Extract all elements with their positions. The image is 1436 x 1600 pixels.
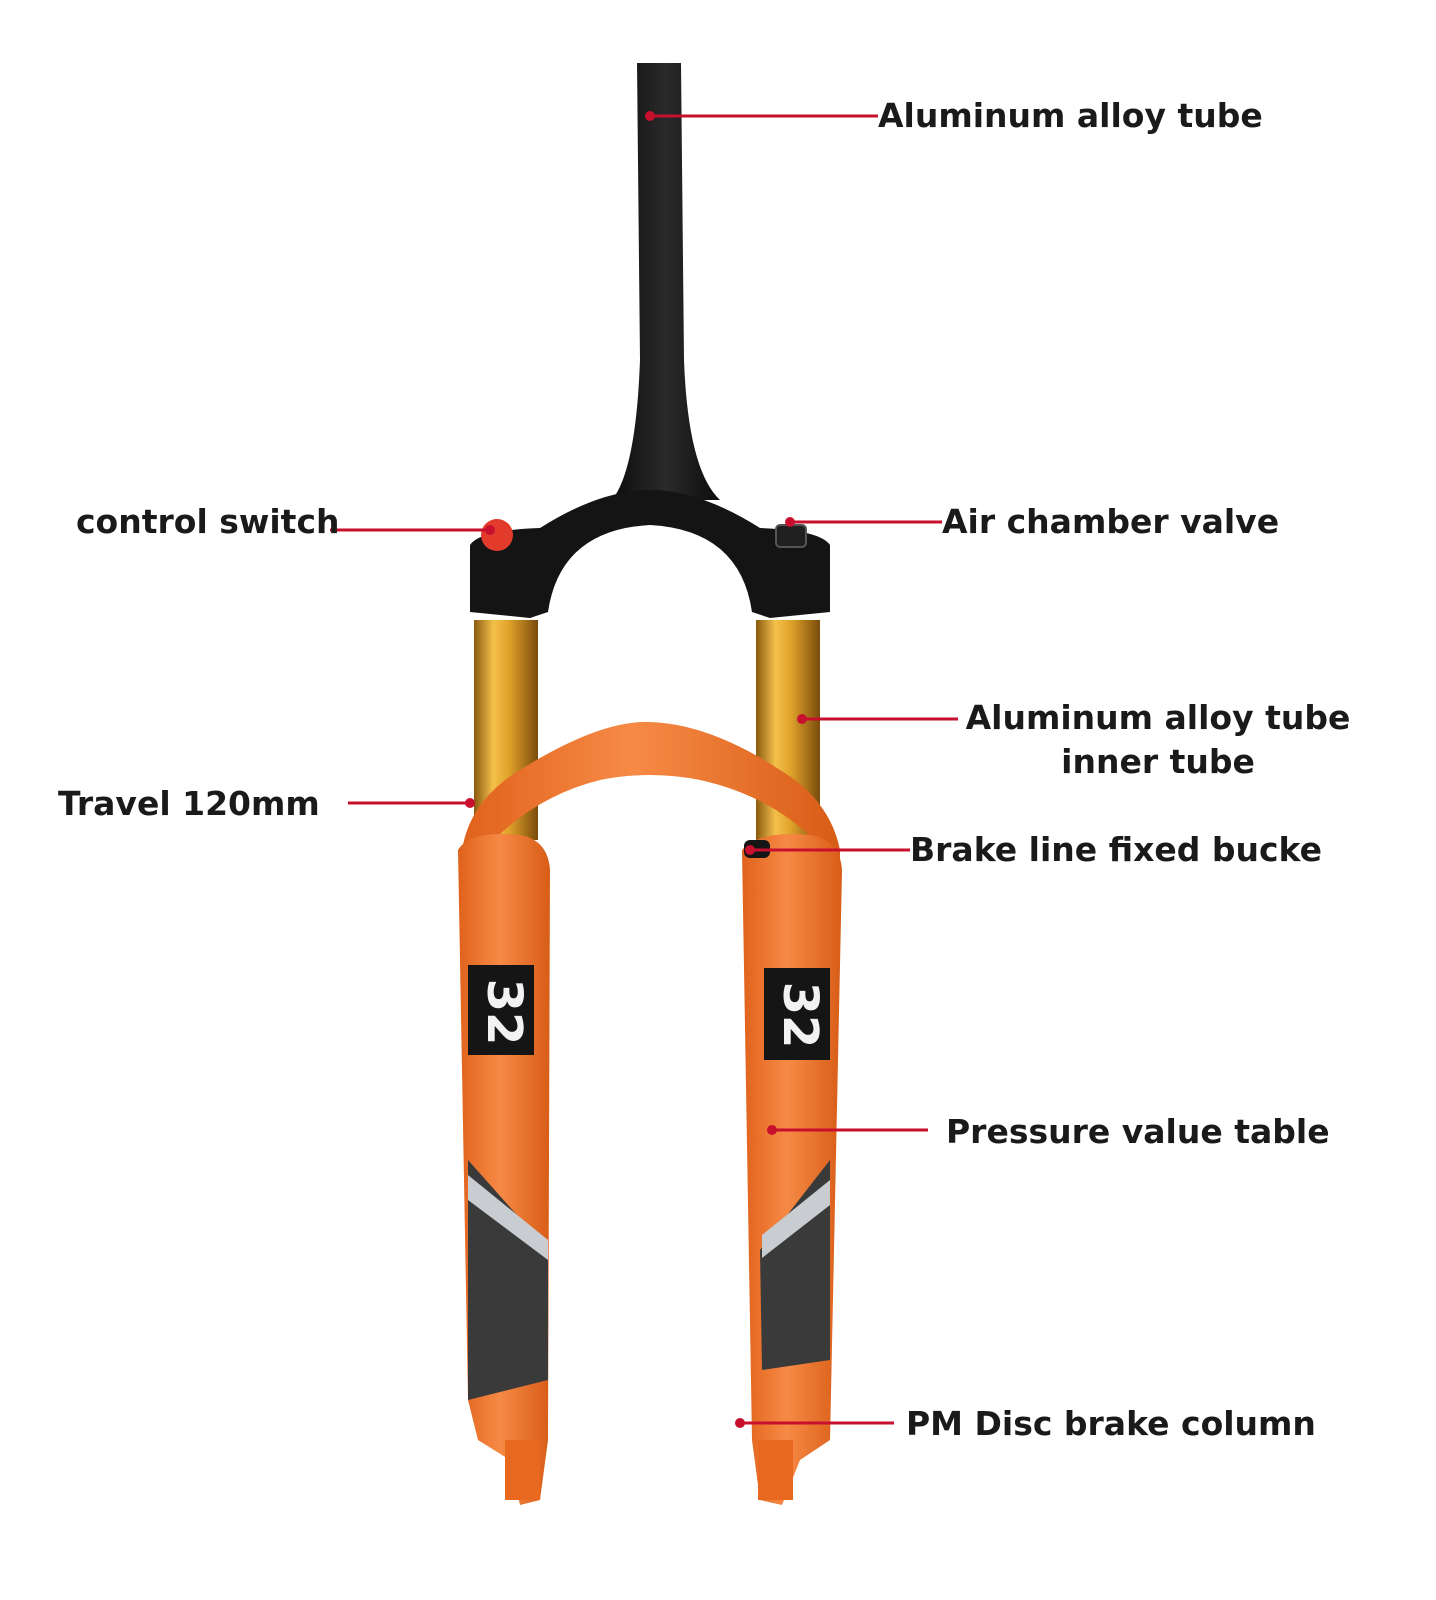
dot-travel bbox=[465, 798, 475, 808]
control-switch-knob bbox=[481, 519, 513, 551]
dot-inner-tube bbox=[797, 714, 807, 724]
label-disc-brake: PM Disc brake column bbox=[906, 1404, 1316, 1443]
fork-crown bbox=[470, 490, 830, 618]
label-travel: Travel 120mm bbox=[58, 784, 320, 823]
steerer-tube bbox=[612, 63, 720, 500]
dot-disc-brake bbox=[735, 1418, 745, 1428]
dot-control-switch bbox=[485, 525, 495, 535]
right-stripe-silver bbox=[762, 1180, 830, 1258]
label-inner-tube: Aluminum alloy tube inner tube bbox=[958, 696, 1358, 784]
right-decal-text: 32 bbox=[772, 982, 828, 1049]
leader-lines bbox=[330, 114, 958, 1425]
fork-arch bbox=[462, 721, 840, 870]
left-decal-bg bbox=[468, 965, 534, 1055]
leader-dots bbox=[465, 111, 807, 1428]
left-stripe-graphic bbox=[468, 1160, 548, 1400]
label-air-valve: Air chamber valve bbox=[942, 502, 1280, 541]
dot-brake-line bbox=[745, 845, 755, 855]
right-decal-bg bbox=[764, 968, 830, 1060]
dot-air-valve bbox=[785, 517, 795, 527]
label-inner-tube-line1: Aluminum alloy tube bbox=[965, 698, 1351, 737]
label-control-switch: control switch bbox=[76, 502, 340, 541]
air-valve-cap bbox=[775, 524, 807, 548]
label-pressure: Pressure value table bbox=[946, 1112, 1330, 1151]
dot-pressure bbox=[767, 1125, 777, 1135]
label-brake-line: Brake line fixed bucke bbox=[910, 830, 1322, 869]
dot-steerer bbox=[645, 111, 655, 121]
label-steerer: Aluminum alloy tube bbox=[878, 96, 1263, 135]
left-dropout bbox=[505, 1440, 540, 1500]
right-dropout bbox=[758, 1440, 793, 1500]
label-inner-tube-line2: inner tube bbox=[1061, 742, 1255, 781]
left-stripe-silver bbox=[468, 1175, 548, 1260]
left-decal-text: 32 bbox=[476, 979, 532, 1046]
